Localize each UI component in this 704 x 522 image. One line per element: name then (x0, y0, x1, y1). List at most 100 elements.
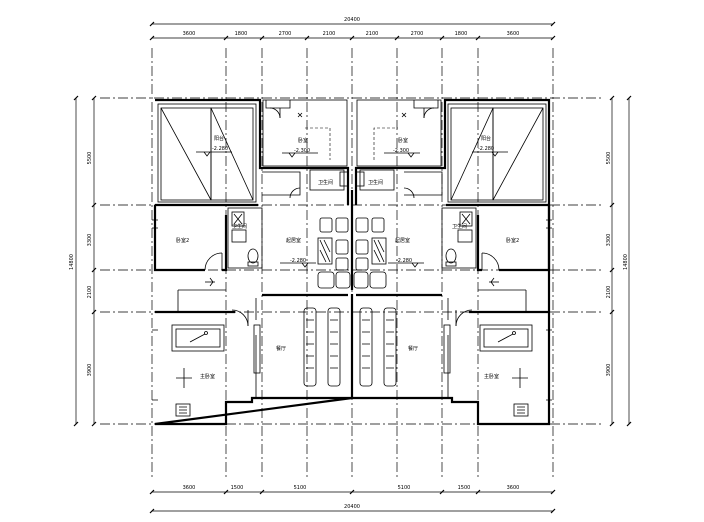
corridor-left (155, 277, 235, 314)
level-balcony-left: -2.280 (212, 146, 228, 152)
label-top-mid-right: 卧室 (398, 137, 408, 144)
dim-right-total: 14800 (623, 254, 629, 270)
party-wall (262, 190, 442, 398)
dim-tick (609, 267, 615, 273)
bottom-dimensions: 3600 1500 5100 5100 1500 3600 20400 (149, 485, 556, 514)
dim-right-3: 3900 (606, 364, 612, 377)
bed-right (479, 324, 533, 352)
right-dimensions: 5500 3300 2100 3900 14800 (606, 95, 632, 427)
dining-table-left (317, 237, 333, 265)
top-dimensions: 20400 3600 1800 2700 2100 2100 2700 1800… (149, 17, 556, 41)
label-bed2-right: 卧室2 (506, 237, 519, 244)
dim-tick (349, 35, 355, 41)
dim-tick (149, 35, 155, 41)
dim-tick (550, 489, 556, 495)
dim-bottom-0: 3600 (183, 485, 196, 491)
balcony-left: 阳台 -2.280 (157, 103, 257, 203)
label-small-right: 卫生间 (368, 179, 383, 186)
level-living-left: -2.280 (290, 258, 306, 264)
dim-tick (91, 267, 97, 273)
dim-bottom-3: 5100 (398, 485, 411, 491)
small-rooms-center: 卫生间 卫生间 (262, 169, 443, 199)
dim-tick (259, 35, 265, 41)
dim-tick (223, 489, 229, 495)
balcony-right: 阳台 -2.280 (447, 103, 547, 203)
dim-tick (626, 421, 632, 427)
top-mid-right-room: 卧室 -2.300 (356, 99, 442, 167)
lower-center-right: 餐厅 (359, 298, 473, 398)
dim-tick (91, 421, 97, 427)
living-right: 起居室 -2.280 (353, 217, 424, 289)
dim-top-0: 3600 (183, 31, 196, 37)
master-left: 主卧室 (171, 324, 225, 417)
dim-tick (609, 95, 615, 101)
label-living-left: 起居室 (286, 237, 301, 244)
label-living-right: 起居室 (395, 237, 410, 244)
seating-left (303, 307, 341, 387)
seating-right (359, 307, 397, 387)
bedroom2-right: 卧室2 (476, 205, 551, 272)
dim-bottom-1: 1500 (231, 485, 244, 491)
label-top-mid-left: 卧室 (298, 137, 308, 144)
top-mid-left-room: 卧室 -2.300 (262, 99, 348, 167)
label-master-left: 主卧室 (200, 373, 215, 380)
level-living-right: -2.280 (396, 258, 412, 264)
label-master-right: 主卧室 (484, 373, 499, 380)
lower-center-left: 餐厅 (231, 298, 341, 398)
exterior-walls (154, 98, 551, 426)
bathroom-right: 卫生间 (441, 207, 477, 269)
dim-tick (91, 202, 97, 208)
corridor-right (469, 277, 549, 314)
level-room-top-left: -2.300 (294, 148, 310, 154)
dim-top-6: 1800 (455, 31, 468, 37)
dim-bottom-overall: 20400 (344, 504, 360, 510)
dim-left-1: 3300 (87, 234, 93, 247)
dim-top-1: 1800 (235, 31, 248, 37)
dim-left-total: 14800 (69, 254, 75, 270)
dim-tick (394, 35, 400, 41)
dim-top-overall: 20400 (344, 17, 360, 23)
dim-tick (609, 202, 615, 208)
dim-right-0: 5500 (606, 152, 612, 165)
dim-tick (259, 489, 265, 495)
dim-right-1: 3300 (606, 234, 612, 247)
dim-left-2: 2100 (87, 286, 93, 299)
dim-top-5: 2700 (411, 31, 424, 37)
label-bed2-left: 卧室2 (176, 237, 189, 244)
dim-tick (304, 35, 310, 41)
dim-tick (73, 421, 79, 427)
level-balcony-right: -2.280 (478, 146, 494, 152)
label-small-left: 卫生间 (318, 179, 333, 186)
bed-left (171, 324, 225, 352)
label-dining-left: 餐厅 (276, 345, 286, 352)
label-room-tl: 阳台 (214, 135, 224, 142)
dim-top-3: 2100 (323, 31, 336, 37)
dim-tick (439, 35, 445, 41)
dim-tick (223, 35, 229, 41)
label-wc-left: 卫生间 (232, 223, 247, 230)
dim-tick (149, 489, 155, 495)
bedroom2-left: 卧室2 (153, 205, 228, 272)
dim-tick (609, 421, 615, 427)
dim-tick (91, 95, 97, 101)
master-right: 主卧室 (479, 324, 533, 417)
windows (152, 219, 552, 401)
dim-tick (609, 309, 615, 315)
bathroom-left: 卫生间 (227, 207, 263, 269)
dim-tick (475, 35, 481, 41)
dining-table-right (371, 237, 387, 265)
dim-tick (439, 489, 445, 495)
dim-left-3: 3900 (87, 364, 93, 377)
dim-tick (475, 489, 481, 495)
dim-top-7: 3600 (507, 31, 520, 37)
dim-tick (626, 95, 632, 101)
left-dimensions: 5500 3300 2100 3900 14800 (69, 95, 97, 427)
dim-right-2: 2100 (606, 286, 612, 299)
dim-tick (550, 35, 556, 41)
dim-tick (349, 489, 355, 495)
dim-bottom-2: 5100 (294, 485, 307, 491)
dim-tick (91, 309, 97, 315)
label-wc-right: 卫生间 (452, 223, 467, 230)
label-dining-right: 餐厅 (408, 345, 418, 352)
